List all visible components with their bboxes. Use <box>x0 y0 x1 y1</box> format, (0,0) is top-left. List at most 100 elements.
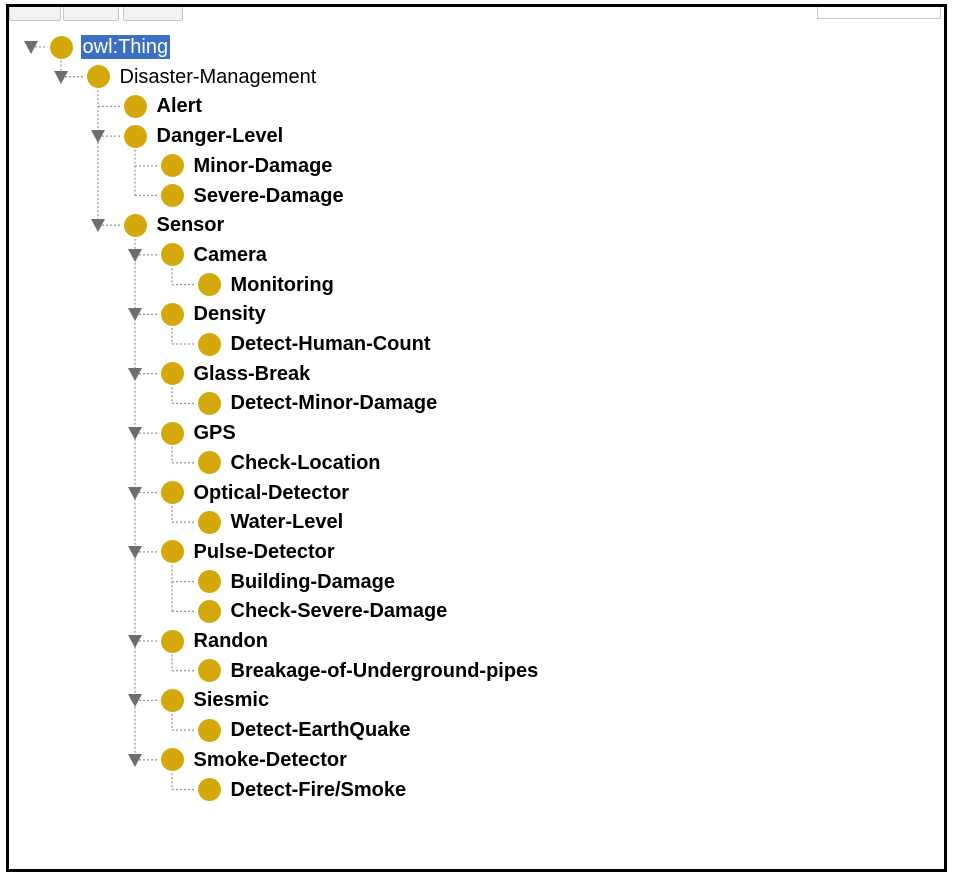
expand-toggle-icon[interactable] <box>128 308 142 322</box>
expand-toggle-icon[interactable] <box>128 367 142 381</box>
delete-class-button[interactable] <box>123 7 183 21</box>
tree-node-label: Detect-Human-Count <box>230 333 431 355</box>
expand-toggle-icon[interactable] <box>24 41 38 54</box>
tree-node-detect-minor-damage[interactable]: Detect-Minor-Damage <box>197 389 440 417</box>
tree-node-label: Siesmic <box>193 689 270 712</box>
tree-node-label: Detect-EarthQuake <box>230 719 411 742</box>
tree-node-label: Severe-Damage <box>193 184 344 207</box>
tree-node-label: Smoke-Detector <box>193 748 347 771</box>
class-bullet-icon <box>160 243 184 267</box>
tree-node-label: Breakage-of-Underground-pipes <box>230 659 539 682</box>
tree-node-building-damage[interactable]: Building-Damage <box>197 568 397 596</box>
class-bullet-icon <box>197 659 221 683</box>
class-bullet-icon <box>123 94 147 118</box>
tree-node-monitoring[interactable]: Monitoring <box>197 271 336 299</box>
expand-toggle-icon[interactable] <box>128 248 142 262</box>
class-bullet-icon <box>160 302 184 326</box>
tree-node-camera[interactable]: Camera <box>160 241 269 269</box>
tree-node-smoke-detector[interactable]: Smoke-Detector <box>160 746 349 774</box>
tree-node-label: Glass-Break <box>193 362 311 385</box>
tree-node-danger-level[interactable]: Danger-Level <box>123 122 286 150</box>
class-bullet-icon <box>160 629 184 653</box>
class-bullet-icon <box>197 570 221 594</box>
tree-node-severe-damage[interactable]: Severe-Damage <box>160 182 346 210</box>
expand-toggle-icon[interactable] <box>91 219 105 233</box>
tree-node-label: Disaster-Management <box>119 65 317 88</box>
tree-node-label: Check-Location <box>230 451 381 474</box>
tree-node-randon[interactable]: Randon <box>160 627 270 655</box>
tree-node-label: Pulse-Detector <box>193 540 335 563</box>
tree-node-label: Minor-Damage <box>193 154 333 177</box>
tree-node-owl-thing[interactable]: owl:Thing <box>49 33 171 61</box>
tree-node-label: Alert <box>156 95 203 118</box>
tree-node-detect-earthquake[interactable]: Detect-EarthQuake <box>197 716 413 744</box>
tree-node-optical-detector[interactable]: Optical-Detector <box>160 479 352 507</box>
expand-toggle-icon[interactable] <box>128 635 142 648</box>
class-bullet-icon <box>160 481 184 504</box>
tree-connectors <box>31 46 196 791</box>
tree-node-minor-damage[interactable]: Minor-Damage <box>160 152 335 180</box>
tree-node-label: GPS <box>193 422 236 445</box>
tree-node-label: Randon <box>193 630 268 652</box>
class-bullet-icon <box>160 748 184 772</box>
tree-node-label: Detect-Fire/Smoke <box>230 778 407 801</box>
class-bullet-icon <box>123 213 147 237</box>
class-bullet-icon <box>49 35 73 59</box>
tree-node-sensor[interactable]: Sensor <box>123 211 227 239</box>
tree-node-label: Detect-Minor-Damage <box>230 392 438 415</box>
class-bullet-icon <box>197 391 221 415</box>
class-bullet-icon <box>160 688 184 712</box>
class-bullet-icon <box>197 718 221 742</box>
tree-node-label: Check-Severe-Damage <box>230 600 448 623</box>
class-bullet-icon <box>197 451 221 475</box>
class-bullet-icon <box>160 540 184 564</box>
tree-node-detect-fire-smoke[interactable]: Detect-Fire/Smoke <box>197 776 409 804</box>
class-bullet-icon <box>197 332 221 356</box>
class-bullet-icon <box>197 510 221 534</box>
tree-node-check-severe-damage[interactable]: Check-Severe-Damage <box>197 597 450 625</box>
tree-node-label: Water-Level <box>230 511 344 534</box>
add-subclass-icon <box>32 4 50 6</box>
search-input[interactable] <box>817 7 941 19</box>
class-bullet-icon <box>123 124 147 148</box>
expand-toggle-icon[interactable] <box>128 427 142 441</box>
class-bullet-icon <box>160 184 184 207</box>
tree-node-label: Sensor <box>156 214 225 237</box>
expand-toggle-icon[interactable] <box>54 70 68 84</box>
tree-node-label: Camera <box>193 243 267 266</box>
class-bullet-icon <box>160 421 184 445</box>
expand-toggle-icon[interactable] <box>128 694 142 708</box>
expand-toggle-icon[interactable] <box>128 545 142 559</box>
add-sibling-button[interactable] <box>63 7 119 21</box>
add-subclass-button[interactable] <box>9 4 61 21</box>
tree-node-label: owl:Thing <box>80 35 171 59</box>
tree-node-label: Danger-Level <box>156 125 284 148</box>
tree-node-detect-human-count[interactable]: Detect-Human-Count <box>197 330 433 358</box>
class-bullet-icon <box>197 599 221 623</box>
tree-node-pulse-detector[interactable]: Pulse-Detector <box>160 538 337 566</box>
tree-node-label: Monitoring <box>230 273 334 296</box>
tree-node-water-level[interactable]: Water-Level <box>197 508 346 536</box>
tree-node-glass-break[interactable]: Glass-Break <box>160 360 313 388</box>
tree-node-disaster-management[interactable]: Disaster-Management <box>86 63 319 91</box>
tree-node-label: Optical-Detector <box>193 481 350 504</box>
tree-node-gps[interactable]: GPS <box>160 419 238 447</box>
class-bullet-icon <box>86 65 110 89</box>
class-bullet-icon <box>160 154 184 178</box>
tree-node-alert[interactable]: Alert <box>123 92 205 120</box>
tree-node-check-location[interactable]: Check-Location <box>197 449 383 477</box>
tree-node-label: Building-Damage <box>230 570 395 593</box>
expand-toggle-icon[interactable] <box>128 486 142 500</box>
expand-toggle-icon[interactable] <box>91 130 105 144</box>
tree-node-density[interactable]: Density <box>160 300 268 328</box>
tree-node-breakage-of-underground-pipes[interactable]: Breakage-of-Underground-pipes <box>197 657 541 685</box>
class-bullet-icon <box>197 778 221 801</box>
expand-toggle-icon[interactable] <box>128 753 142 767</box>
toolbar <box>9 7 944 29</box>
class-bullet-icon <box>197 273 221 297</box>
tree-node-label: Density <box>193 303 266 326</box>
tree-node-siesmic[interactable]: Siesmic <box>160 686 272 714</box>
class-bullet-icon <box>160 362 184 386</box>
